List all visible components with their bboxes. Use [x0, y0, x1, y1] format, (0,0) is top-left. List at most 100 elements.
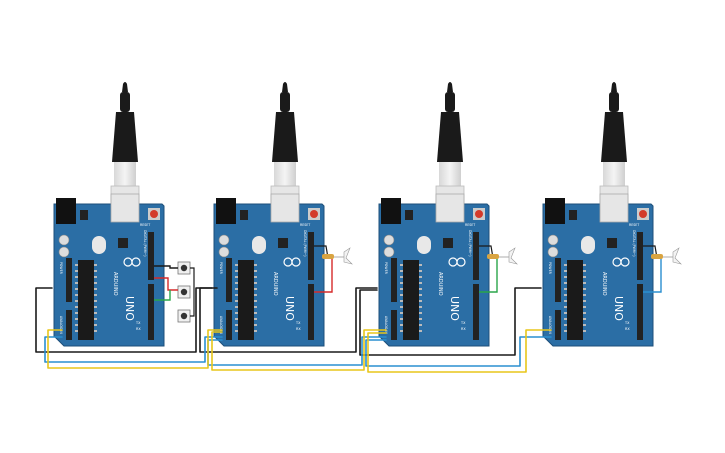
digital-header-high: [473, 232, 479, 280]
chip-pin: [254, 300, 257, 302]
chip-pin: [583, 276, 586, 278]
chip-pin: [564, 324, 567, 326]
wire-yellow-3[interactable]: [367, 329, 552, 373]
chip-pin: [400, 282, 403, 284]
push-button-cap-3[interactable]: [180, 312, 188, 320]
chip-pin: [564, 312, 567, 314]
chip-pin: [419, 270, 422, 272]
resistor: [487, 254, 499, 259]
analog-header: [66, 310, 72, 340]
chip-pin: [400, 312, 403, 314]
chip-pin: [564, 288, 567, 290]
wires-layer: [35, 287, 552, 373]
chip-pin: [75, 264, 78, 266]
led-signal-wire[interactable]: [479, 258, 498, 293]
chip-pin: [94, 324, 97, 326]
digital-header-high: [148, 232, 154, 280]
usb-cable-tip: [280, 92, 290, 112]
analog-header: [391, 310, 397, 340]
button-wire-3[interactable]: [154, 290, 171, 301]
chip-pin: [235, 306, 238, 308]
led-signal-wire[interactable]: [314, 258, 333, 293]
atmega-chip: [403, 260, 419, 340]
digital-header-high: [308, 232, 314, 280]
chip-pin: [583, 318, 586, 320]
push-button-cap-1[interactable]: [180, 264, 188, 272]
usb-cable-end: [611, 82, 617, 92]
chip-pin: [75, 300, 78, 302]
wire-blue-2[interactable]: [207, 336, 387, 366]
usb-b-port: [599, 193, 629, 223]
push-button-cap-2[interactable]: [180, 288, 188, 296]
chip-pin: [564, 264, 567, 266]
analog-label: ANALOG IN: [59, 316, 63, 334]
model-label: UNO: [283, 296, 296, 321]
brand-label: ARDUINO: [112, 272, 118, 296]
capacitor-2: [58, 246, 70, 258]
arduino-logo-right-icon: [620, 257, 630, 267]
capacitor-1: [547, 234, 559, 246]
reset-button[interactable]: [150, 210, 158, 218]
power-header: [555, 258, 561, 302]
tx-label: TX: [460, 321, 466, 325]
button-wire-2[interactable]: [154, 277, 178, 291]
usb-cable-tip: [609, 92, 619, 112]
chip-pin: [400, 330, 403, 332]
chip-pin: [419, 330, 422, 332]
usb-b-port: [110, 193, 140, 223]
chip-pin: [94, 282, 97, 284]
capacitor-2: [383, 246, 395, 258]
power-label: POWER: [219, 262, 223, 275]
led: [508, 247, 518, 265]
wire-yellow-2[interactable]: [211, 329, 387, 371]
resistor: [651, 254, 663, 259]
resistor: [322, 254, 334, 259]
chip-pin: [419, 306, 422, 308]
button-ground-wire[interactable]: [190, 267, 195, 317]
chip-pin: [235, 312, 238, 314]
led: [672, 247, 682, 265]
usb-plug-body: [437, 112, 463, 162]
reset-button[interactable]: [310, 210, 318, 218]
button-wire-1[interactable]: [154, 265, 178, 269]
chip-pin: [419, 324, 422, 326]
tx-label: TX: [135, 321, 141, 325]
reset-button[interactable]: [475, 210, 483, 218]
chip-pin: [235, 318, 238, 320]
model-label: UNO: [612, 296, 625, 321]
crystal: [417, 236, 431, 254]
usb-plug-metal: [114, 162, 136, 186]
usb-cable-end: [282, 82, 288, 92]
usb-b-port: [435, 193, 465, 223]
chip-pin: [564, 330, 567, 332]
capacitor-1: [58, 234, 70, 246]
wire-black-2[interactable]: [199, 287, 378, 353]
power-label: POWER: [59, 262, 63, 275]
chip-pin: [75, 294, 78, 296]
wire-black-3[interactable]: [359, 287, 542, 356]
brand-label: ARDUINO: [437, 272, 443, 296]
brand-label: ARDUINO: [272, 272, 278, 296]
chip-pin: [94, 300, 97, 302]
reset-button[interactable]: [639, 210, 647, 218]
capacitor-1: [218, 234, 230, 246]
tx-label: TX: [295, 321, 301, 325]
power-label: POWER: [384, 262, 388, 275]
usb-plug-body: [112, 112, 138, 162]
wire-black-1[interactable]: [35, 287, 213, 353]
brand-label: ARDUINO: [601, 272, 607, 296]
led-signal-wire[interactable]: [643, 258, 662, 293]
chip-pin: [235, 288, 238, 290]
usb-cable-end: [447, 82, 453, 92]
arduino-logo-right-icon: [291, 257, 301, 267]
reset-label: RESET: [629, 223, 639, 227]
wire-yellow-1[interactable]: [47, 329, 223, 369]
usb-chip: [607, 238, 617, 248]
wire-blue-3[interactable]: [365, 336, 552, 367]
chip-pin: [419, 276, 422, 278]
usb-plug-body: [601, 112, 627, 162]
